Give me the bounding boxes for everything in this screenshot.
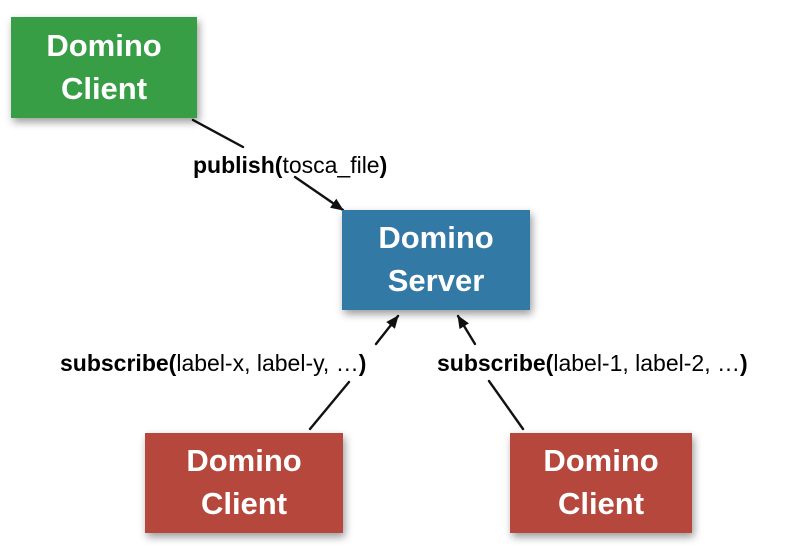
node-domino-client-publisher: Domino Client xyxy=(11,17,197,118)
node-label-line2: Client xyxy=(557,486,645,521)
publish-arrow-upper-segment xyxy=(191,118,245,149)
node-label-line1: Domino xyxy=(186,443,302,479)
node-domino-server: Domino Server xyxy=(342,210,530,310)
subscribe-right-call-close: ) xyxy=(739,350,748,376)
publish-call-name: publish( xyxy=(193,152,283,178)
subscribe-left-call-name: subscribe( xyxy=(60,350,177,376)
node-label-line2: Client xyxy=(200,486,288,521)
subscribe-right-arrow-head-segment xyxy=(456,314,477,346)
node-domino-client-subscriber-right: Domino Client xyxy=(510,433,692,533)
subscribe-right-call-args: label-1, label-2, … xyxy=(553,350,740,376)
publish-edge-label: publish(tosca_file) xyxy=(193,152,387,179)
node-domino-client-subscriber-left: Domino Client xyxy=(145,433,343,533)
subscribe-left-call-args: label-x, label-y, … xyxy=(176,350,359,376)
subscribe-left-arrow-head-segment xyxy=(374,314,400,346)
subscribe-right-arrow-lower-segment xyxy=(487,379,525,431)
subscribe-left-call-close: ) xyxy=(358,350,367,376)
subscribe-left-edge-label: subscribe(label-x, label-y, …) xyxy=(60,350,366,377)
node-label-line2: Server xyxy=(387,263,485,298)
subscribe-left-arrow-lower-segment xyxy=(308,380,351,431)
subscribe-right-call-name: subscribe( xyxy=(437,350,554,376)
publish-call-close: ) xyxy=(379,152,388,178)
node-label-line1: Domino xyxy=(543,443,659,479)
node-label-line1: Domino xyxy=(46,27,162,63)
publish-call-args: tosca_file xyxy=(282,152,380,178)
publish-arrow-head-segment xyxy=(293,175,345,212)
node-label-line2: Client xyxy=(60,70,148,106)
node-label-line1: Domino xyxy=(378,220,494,256)
subscribe-right-edge-label: subscribe(label-1, label-2, …) xyxy=(437,350,748,377)
